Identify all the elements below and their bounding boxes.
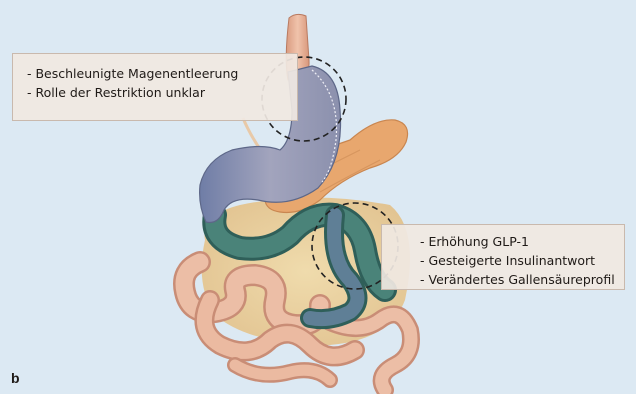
callout-intestine-item: - Gesteigerte Insulinantwort — [420, 251, 624, 270]
callout-intestine-effects: - Erhöhung GLP-1 - Gesteigerte Insulinan… — [381, 224, 625, 290]
callout-intestine-item: - Verändertes Gallensäureprofil — [420, 270, 624, 289]
callout-stomach-item: - Beschleunigte Magenentleerung — [27, 64, 297, 83]
callout-intestine-item: - Erhöhung GLP-1 — [420, 232, 624, 251]
panel-label: b — [11, 370, 20, 386]
callout-stomach-effects: - Beschleunigte Magenentleerung - Rolle … — [12, 53, 298, 121]
callout-stomach-item: - Rolle der Restriktion unklar — [27, 83, 297, 102]
